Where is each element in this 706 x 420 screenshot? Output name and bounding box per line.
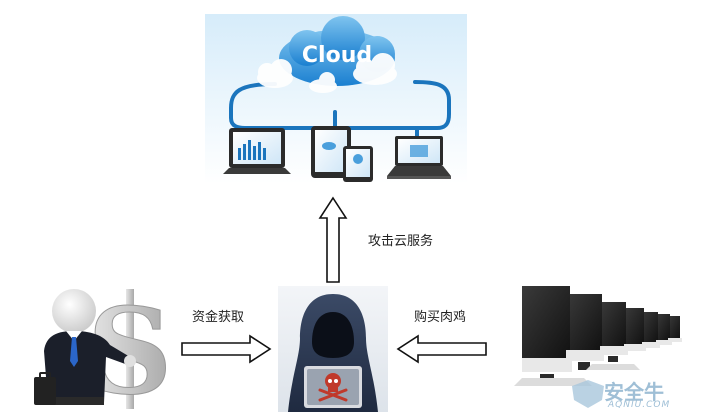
attack-cloud-label: 攻击云服务 [368, 234, 434, 249]
watermark-logo: 安全牛 AQNIU.COM [568, 376, 698, 416]
shield-logo-icon [572, 380, 604, 408]
briefcase-icon [34, 372, 56, 405]
desktop-monitor-icon [223, 128, 291, 174]
businessman-money-figure: S [30, 285, 170, 413]
botnet-computers [500, 286, 690, 396]
buy-botnet-label: 购买肉鸡 [414, 310, 467, 325]
hacker-figure [278, 286, 388, 412]
businessman-icon [44, 289, 136, 405]
attack-arrow-up [318, 196, 348, 284]
laptop-icon [387, 136, 451, 179]
botnet-arrow-left [396, 334, 488, 364]
fund-acquisition-label: 资金获取 [192, 310, 245, 325]
skull-laptop-icon [304, 366, 362, 408]
cloud-services-panel: Cloud [205, 14, 467, 184]
watermark-domain: AQNIU.COM [608, 400, 671, 410]
tablet-icon [311, 126, 373, 182]
cloud-title: Cloud [302, 43, 372, 68]
fund-arrow-right [180, 334, 272, 364]
watermark-brand: 安全牛 [604, 380, 664, 404]
